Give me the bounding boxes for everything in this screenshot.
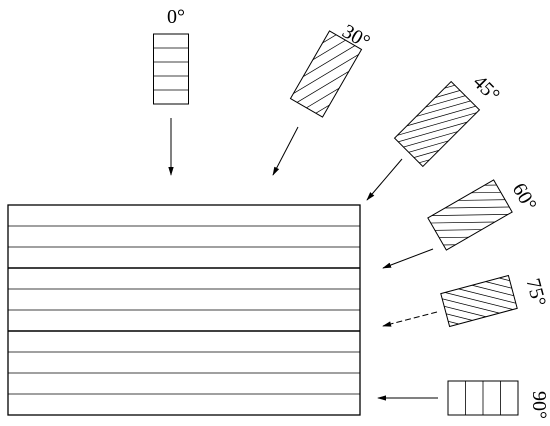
layered-specimen xyxy=(7,204,361,416)
label-45-deg: 45° xyxy=(469,71,504,106)
load-arrow-60-deg xyxy=(382,248,434,269)
sample-block-90-deg xyxy=(447,380,519,416)
angle-labels: 0° 30° 45° 60° 75° 90° xyxy=(167,6,550,419)
load-arrow-30-deg xyxy=(272,126,299,176)
sample-block-0-deg xyxy=(153,33,189,105)
label-60-deg: 60° xyxy=(508,179,541,214)
specimen-layer-lines xyxy=(8,225,360,395)
label-0-deg: 0° xyxy=(167,6,185,28)
label-90-deg: 90° xyxy=(528,391,550,419)
load-arrow-45-deg xyxy=(366,158,403,201)
label-75-deg: 75° xyxy=(522,276,550,309)
load-arrow-75-deg xyxy=(382,311,438,327)
sample-block-75-deg xyxy=(440,274,518,328)
sample-block-60-deg xyxy=(427,179,513,251)
orientation-samples xyxy=(153,30,519,416)
label-30-deg: 30° xyxy=(338,20,373,53)
sample-block-30-deg xyxy=(289,30,363,118)
